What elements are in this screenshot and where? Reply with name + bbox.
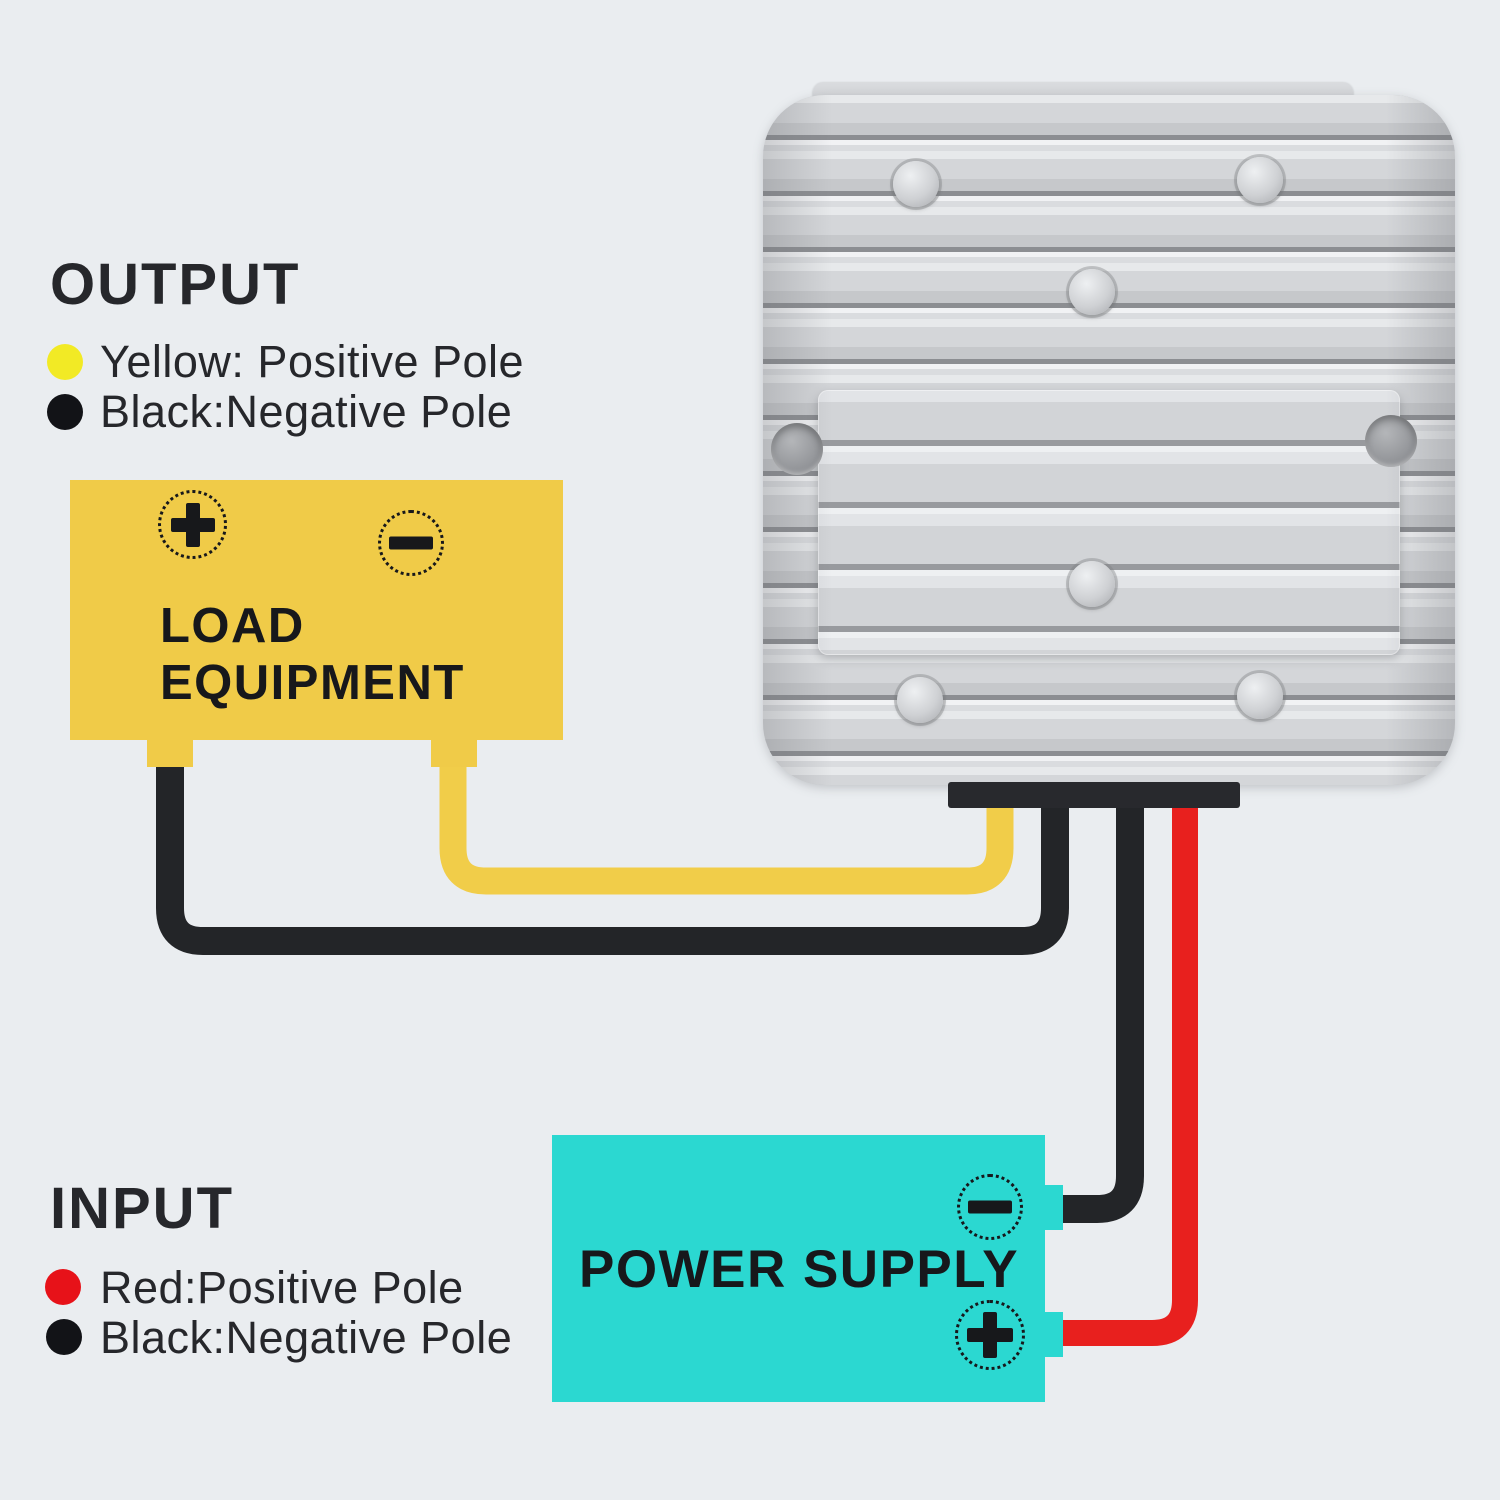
load-label-line1: LOAD: [160, 599, 305, 653]
plus-terminal-icon: [158, 490, 227, 559]
minus-terminal-icon: [378, 510, 444, 576]
input-positive-legend-label: Red:Positive Pole: [100, 1262, 464, 1313]
supply-negative-wire-tab: [1044, 1185, 1063, 1230]
heatsink-body: [763, 95, 1455, 785]
screw-icon: [1237, 157, 1283, 203]
input-positive-red-wire: [1050, 796, 1198, 1346]
output-legend-title: OUTPUT: [50, 252, 301, 317]
output-negative-legend-label: Black:Negative Pole: [100, 386, 513, 437]
input-negative-legend-label: Black:Negative Pole: [100, 1312, 513, 1363]
load-equipment-box: LOAD EQUIPMENT: [70, 480, 563, 767]
power-supply-box: POWER SUPPLY: [552, 1135, 1063, 1402]
converter-wire-connector: [948, 782, 1240, 808]
load-positive-wire-tab: [431, 739, 477, 767]
mounting-hole-icon: [771, 423, 823, 475]
plus-terminal-icon: [955, 1300, 1025, 1370]
black-dot-icon: [47, 394, 83, 430]
supply-positive-wire-tab: [1044, 1312, 1063, 1357]
load-label-line2: EQUIPMENT: [160, 656, 465, 710]
screw-icon: [1237, 673, 1283, 719]
minus-terminal-icon: [957, 1174, 1023, 1240]
output-positive-legend-label: Yellow: Positive Pole: [100, 336, 525, 387]
load-equipment-label: LOAD EQUIPMENT: [160, 598, 465, 712]
input-legend-title: INPUT: [50, 1176, 234, 1241]
yellow-dot-icon: [47, 344, 83, 380]
input-negative-black-wire: [1050, 796, 1144, 1223]
power-supply-label: POWER SUPPLY: [579, 1240, 1020, 1299]
heatsink-edge-shading: [763, 95, 1455, 785]
screw-icon: [1069, 561, 1115, 607]
voltage-converter-heatsink: [763, 82, 1455, 785]
load-negative-wire-tab: [147, 739, 193, 767]
screw-icon: [897, 677, 943, 723]
mounting-hole-icon: [1365, 415, 1417, 467]
screw-icon: [1069, 269, 1115, 315]
black-dot-icon: [46, 1319, 82, 1355]
heatsink-center-panel: [818, 390, 1400, 655]
red-dot-icon: [45, 1269, 81, 1305]
screw-icon: [893, 161, 939, 207]
